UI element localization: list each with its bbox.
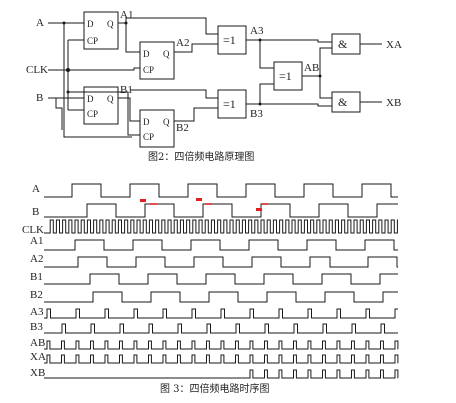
ff-b2-q: Q	[163, 117, 170, 127]
timing-label-clk: CLK	[22, 224, 44, 236]
wire-ab	[302, 47, 332, 99]
waveform-a2	[44, 256, 398, 268]
waveform-b2	[44, 291, 398, 303]
timing-label-a2: A2	[30, 253, 43, 265]
wire-a3	[246, 39, 332, 69]
and-xb-symbol: &	[338, 95, 348, 109]
ff-b1-cp: CP	[87, 109, 98, 119]
timing-waveforms	[44, 183, 399, 379]
schematic-labels: A CLK B A1 A2 B1 B2 A3 B3 AB XA XB	[26, 9, 402, 134]
ff-a2-cp: CP	[143, 65, 154, 75]
output-xb-label: XB	[386, 97, 401, 109]
timing-labels: A B CLK A1 A2 B1 B2 A3 B3 AB XA XB	[22, 183, 46, 379]
ff-a2-q: Q	[163, 49, 170, 59]
waveform-xa	[44, 354, 399, 364]
wire-a	[48, 22, 132, 138]
timing-label-b: B	[32, 206, 39, 218]
ff-b2-d: D	[143, 117, 150, 127]
highlight-dot-3	[256, 208, 262, 211]
wire-b	[48, 97, 84, 130]
waveform-a3	[44, 308, 398, 319]
timing-label-xa: XA	[30, 351, 46, 363]
node-a2-label: A2	[176, 37, 189, 49]
timing-highlights	[140, 198, 268, 211]
timing-diagram: A B CLK A1 A2 B1 B2 A3 B3 AB XA XB	[22, 183, 399, 379]
timing-label-ab: AB	[30, 337, 45, 349]
ff-a1-d: D	[87, 19, 94, 29]
junction-dots	[62, 21, 322, 106]
node-b2-label: B2	[176, 122, 189, 134]
ff-a1-cp: CP	[87, 36, 98, 46]
timing-label-b1: B1	[30, 271, 43, 283]
input-a-label: A	[36, 17, 44, 29]
schematic-caption: 图2：四倍频电路原理图	[148, 150, 254, 163]
wire-b3	[246, 83, 332, 107]
timing-label-b3: B3	[30, 321, 43, 333]
timing-caption: 图 3：四倍频电路时序图	[160, 382, 270, 395]
node-a1-label: A1	[120, 9, 133, 21]
input-clk-label: CLK	[26, 64, 48, 76]
flipflop-a2	[139, 41, 175, 80]
timing-label-a1: A1	[30, 235, 43, 247]
ff-b2-cp: CP	[143, 132, 154, 142]
waveform-clk	[44, 219, 398, 234]
ff-a1-q: Q	[107, 19, 114, 29]
xor-b3-symbol: =1	[223, 97, 236, 111]
waveform-b1	[44, 273, 398, 285]
flipflop-b1	[83, 86, 119, 125]
ff-a2-d: D	[143, 49, 150, 59]
waveform-b	[44, 203, 398, 218]
wire-b1	[118, 89, 218, 122]
xor-ab-symbol: =1	[279, 69, 292, 83]
gate-symbols: =1 =1 =1 & &	[223, 33, 348, 111]
waveform-a	[44, 183, 398, 198]
ff-b1-d: D	[87, 94, 94, 104]
waveform-a1	[44, 239, 398, 251]
timing-label-a: A	[32, 183, 40, 195]
waveform-ab	[44, 340, 399, 350]
wire-a1	[118, 17, 218, 53]
xor-a3-symbol: =1	[223, 33, 236, 47]
node-a3-label: A3	[250, 25, 264, 37]
waveform-b3	[44, 323, 398, 334]
flipflop-text: D Q CP D Q CP D Q CP D Q CP	[87, 19, 170, 142]
circuit-schematic	[48, 11, 382, 148]
wire-a2	[174, 43, 218, 53]
flipflop-a1	[83, 11, 119, 50]
node-b1-label: B1	[120, 84, 133, 96]
output-xa-label: XA	[386, 39, 402, 51]
timing-label-b2: B2	[30, 289, 43, 301]
input-b-label: B	[36, 92, 43, 104]
wire-b2	[174, 107, 218, 122]
flipflop-b2	[139, 109, 175, 148]
node-ab-label: AB	[304, 62, 319, 74]
node-b3-label: B3	[250, 108, 263, 120]
timing-label-a3: A3	[30, 306, 44, 318]
highlight-dot-1	[140, 199, 146, 202]
ff-b1-q: Q	[107, 94, 114, 104]
timing-label-xb: XB	[30, 367, 45, 379]
waveform-xb	[44, 369, 399, 379]
highlight-dot-2	[196, 198, 202, 201]
and-xa-symbol: &	[338, 37, 348, 51]
